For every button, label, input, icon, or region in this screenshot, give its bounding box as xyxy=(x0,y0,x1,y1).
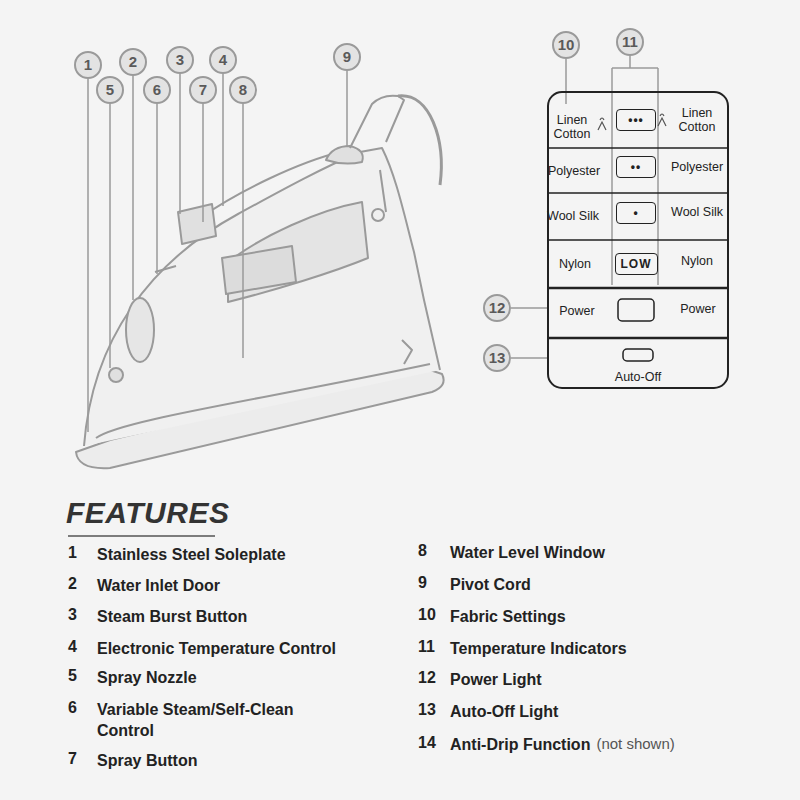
feature-name: Pivot Cord xyxy=(450,574,531,595)
callout-number: 13 xyxy=(489,349,506,366)
feature-note: (not shown) xyxy=(596,735,674,752)
callout-number: 3 xyxy=(176,51,184,68)
feature-name: Power Light xyxy=(450,669,542,690)
callout-circle xyxy=(617,29,643,55)
callout-circle xyxy=(334,44,360,70)
feature-number: 10 xyxy=(418,606,436,624)
callout-number: 7 xyxy=(199,81,207,98)
callout-number: 1 xyxy=(84,56,92,73)
feature-number: 3 xyxy=(68,606,77,624)
callout-circle xyxy=(210,47,236,73)
feature-number: 13 xyxy=(418,701,436,719)
panel-label: Nylon xyxy=(681,254,713,268)
feature-number: 4 xyxy=(68,638,77,656)
callout-number: 12 xyxy=(489,299,506,316)
panel-label: Wool Silk xyxy=(547,209,599,223)
feature-number: 5 xyxy=(68,667,77,685)
callout-circle xyxy=(144,77,170,103)
callout-number: 9 xyxy=(343,48,351,65)
feature-number: 8 xyxy=(418,542,427,560)
callout-circle xyxy=(484,295,510,321)
feature-name: Spray Nozzle xyxy=(97,667,197,688)
callout-number: 5 xyxy=(106,81,114,98)
temperature-indicator: •• xyxy=(616,156,656,178)
feature-name: Auto-Off Light xyxy=(450,701,558,722)
callout-circle xyxy=(167,47,193,73)
feature-number: 11 xyxy=(418,638,435,656)
heading: FEATURES xyxy=(66,496,229,531)
indicator-text: LOW xyxy=(621,257,652,271)
temperature-indicator: • xyxy=(616,202,656,224)
feature-name: Electronic Temperature Control xyxy=(97,638,336,659)
callout-circle xyxy=(97,77,123,103)
feature-number: 9 xyxy=(418,574,427,592)
feature-number: 12 xyxy=(418,669,436,687)
callout-number: 11 xyxy=(622,33,638,50)
indicator-text: • xyxy=(633,206,638,220)
feature-name: Temperature Indicators xyxy=(450,638,627,659)
feature-number: 6 xyxy=(68,699,77,717)
panel-label: Polyester xyxy=(548,164,600,178)
panel-label: Linen Cotton xyxy=(546,113,598,142)
panel-label: Polyester xyxy=(671,160,723,174)
feature-number: 14 xyxy=(418,734,436,752)
callout-number: 8 xyxy=(239,81,247,98)
panel-label: Linen Cotton xyxy=(671,106,723,135)
indicator-text: •• xyxy=(631,160,641,174)
callout-circle xyxy=(553,32,579,58)
panel-label: Power xyxy=(559,304,594,318)
panel-label: Auto-Off xyxy=(615,370,661,384)
feature-name: Steam Burst Button xyxy=(97,606,247,627)
feature-number: 7 xyxy=(68,750,77,768)
callout-circles xyxy=(75,29,643,371)
feature-name: Stainless Steel Soleplate xyxy=(97,544,286,565)
title-rule xyxy=(68,535,215,537)
callout-number: 2 xyxy=(129,53,137,70)
callout-circle xyxy=(190,77,216,103)
temperature-indicator: LOW xyxy=(615,253,658,275)
temperature-indicator: ••• xyxy=(616,109,656,131)
callout-number: 4 xyxy=(219,51,227,68)
panel-label: Nylon xyxy=(559,257,591,271)
callout-circle xyxy=(484,345,510,371)
panel-label: Power xyxy=(680,302,715,316)
callout-number: 10 xyxy=(558,36,575,53)
callout-circle xyxy=(120,49,146,75)
feature-name: Spray Button xyxy=(97,750,197,771)
feature-name: Water Inlet Door xyxy=(97,575,220,596)
feature-name: Variable Steam/Self-Clean Control xyxy=(97,699,327,741)
feature-number: 2 xyxy=(68,575,77,593)
callout-circle xyxy=(75,52,101,78)
feature-name: Water Level Window xyxy=(450,542,605,563)
callout-number: 6 xyxy=(153,81,161,98)
iron-outline xyxy=(76,96,444,469)
panel-label: Wool Silk xyxy=(671,205,723,219)
feature-number: 1 xyxy=(68,544,77,562)
feature-name: Anti-Drip Function xyxy=(450,734,590,755)
feature-name: Fabric Settings xyxy=(450,606,566,627)
callout-circle xyxy=(230,77,256,103)
leader-lines xyxy=(88,56,658,432)
indicator-text: ••• xyxy=(628,113,644,127)
